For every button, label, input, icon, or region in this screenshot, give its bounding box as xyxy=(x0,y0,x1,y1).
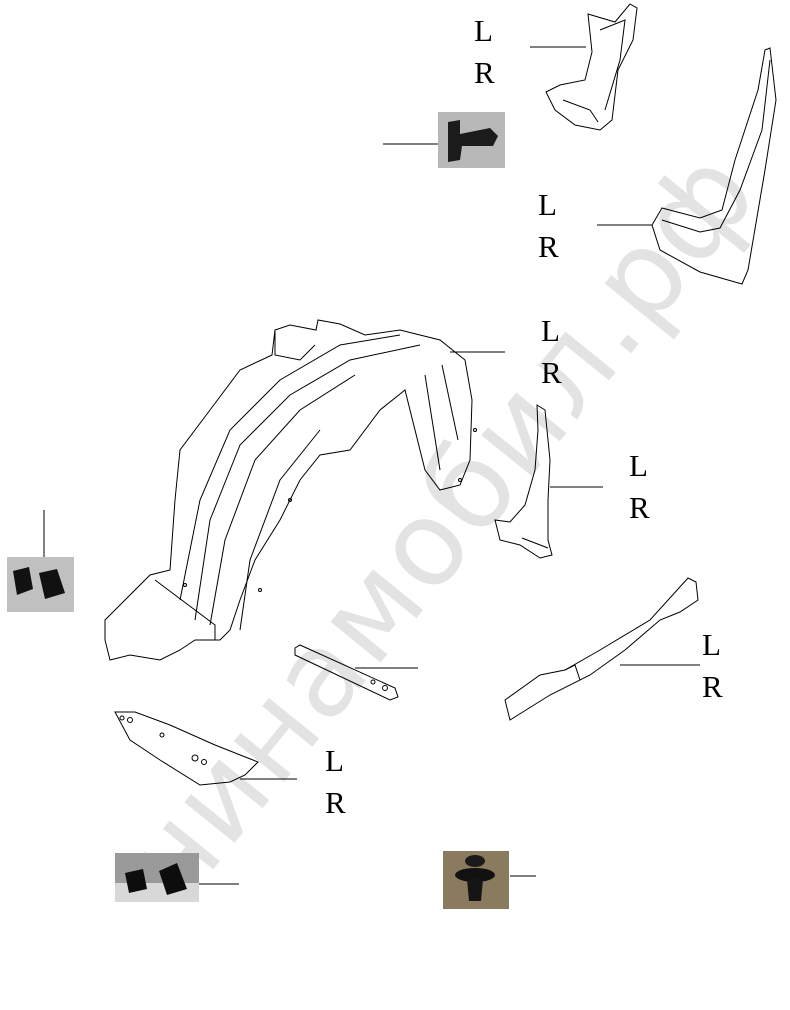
clip-photo-bottom-left xyxy=(115,853,199,902)
clip-photo-top xyxy=(438,112,505,168)
left-side-label: L xyxy=(474,13,493,48)
front-mudguard-bracket xyxy=(545,3,638,131)
side-seal xyxy=(504,577,699,721)
right-side-label: R xyxy=(474,55,495,90)
left-side-label: L xyxy=(702,627,721,662)
left-side-label: L xyxy=(325,743,344,778)
left-side-label: L xyxy=(541,313,560,348)
right-side-label: R xyxy=(538,229,559,264)
push-clip-photo xyxy=(443,851,509,909)
left-side-label: L xyxy=(538,187,557,222)
right-side-label: R xyxy=(702,669,723,704)
left-side-label: L xyxy=(629,448,648,483)
right-side-label: R xyxy=(541,355,562,390)
right-side-label: R xyxy=(629,490,650,525)
liner-brace xyxy=(294,644,399,701)
front-mudflap xyxy=(494,404,553,559)
rear-mudflap xyxy=(651,47,777,285)
clip-photo-left xyxy=(7,557,74,612)
splash-shield xyxy=(114,711,259,786)
fender-liner xyxy=(104,319,477,661)
right-side-label: R xyxy=(325,785,346,820)
leader-lines xyxy=(43,46,700,885)
